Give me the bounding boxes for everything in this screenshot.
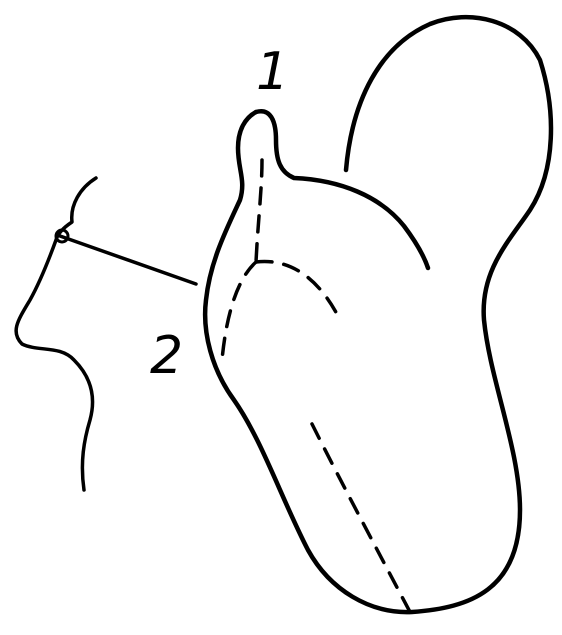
pointer-line [60,236,196,284]
inner-dashed-curve [256,261,338,316]
label-point-two: 2 [150,330,183,382]
ear-outline [205,17,551,612]
face-profile-outline [16,178,96,490]
label-point-one: 1 [256,46,289,98]
ear-upper-lobe [256,111,428,268]
inner-dashed-lower [312,424,410,612]
inner-dashed-vertical [256,160,262,262]
inner-dashed-left [222,262,256,360]
